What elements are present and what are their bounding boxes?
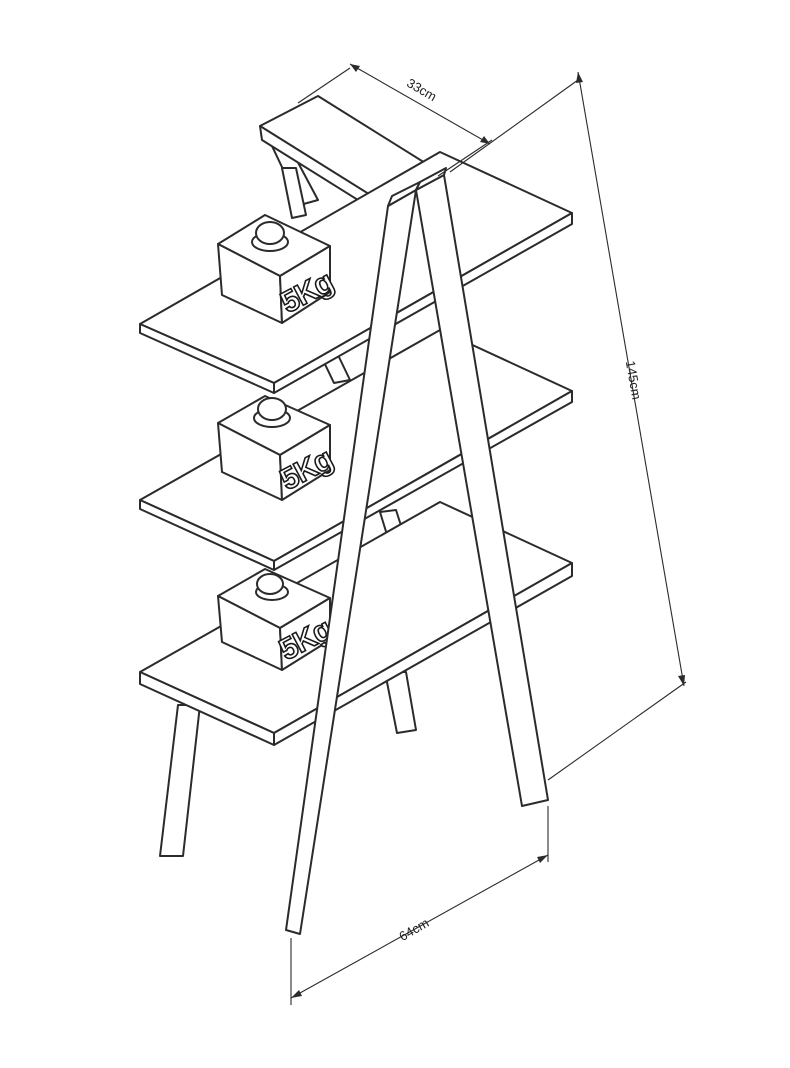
width-dimension: 64cm xyxy=(290,806,549,1005)
depth-label: 33cm xyxy=(404,75,439,104)
front-leg-right xyxy=(415,167,549,807)
front-leg-left xyxy=(285,181,421,935)
height-label: 145cm xyxy=(623,360,645,401)
weight-2: 5Kg xyxy=(217,395,339,501)
height-dimension: 145cm xyxy=(449,71,687,781)
weight-1: 5Kg xyxy=(217,214,339,324)
width-label: 64cm xyxy=(396,915,431,944)
